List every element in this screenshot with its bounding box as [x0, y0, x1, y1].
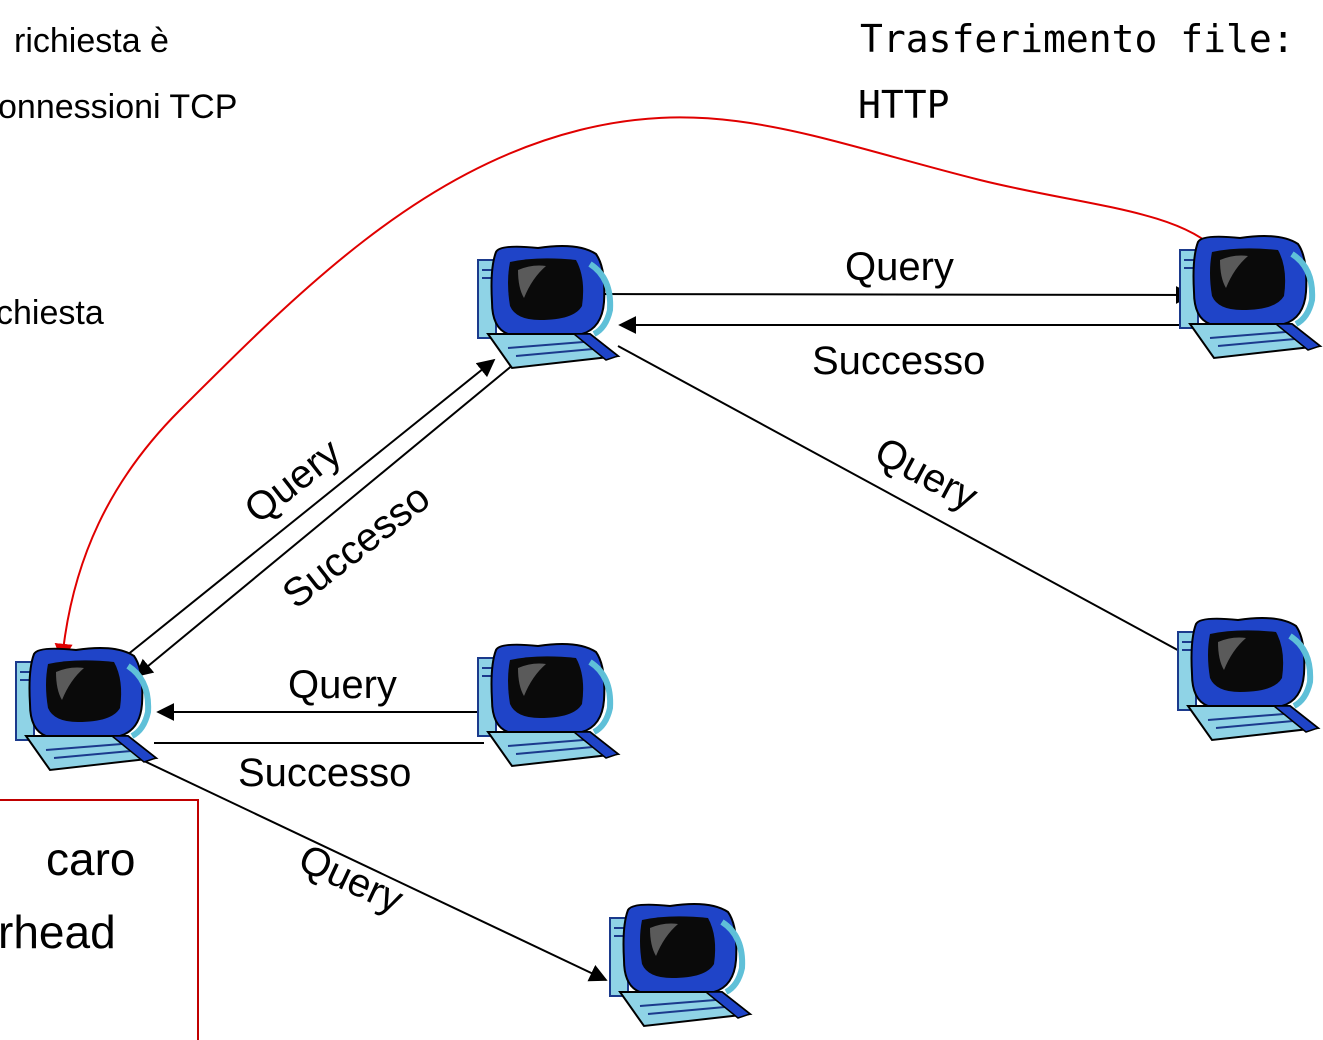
edge-diag-left-success [134, 363, 515, 678]
callout-line1: caro [46, 833, 135, 885]
desktop-computer-icon [1180, 236, 1320, 358]
label-top-query: Query [845, 245, 954, 289]
label-bottom-query: Query [292, 836, 409, 922]
label-top-success: Successo [812, 339, 985, 383]
label-diag-right-query: Query [868, 429, 985, 519]
edge-diag-left-query [115, 358, 496, 665]
label-mid-success: Successo [238, 751, 411, 795]
desktop-computer-icon [1178, 618, 1318, 740]
label-mid-query: Query [288, 663, 397, 707]
callout-line2: rhead [0, 906, 116, 958]
left-note-line1: richiesta è [14, 22, 169, 60]
edge-diag-right-query [617, 345, 1198, 661]
desktop-computer-icon [478, 246, 618, 368]
desktop-computer-icon [610, 904, 750, 1026]
transfer-note-protocol: HTTP [858, 83, 950, 127]
transfer-note-title: Trasferimento file: [860, 17, 1295, 61]
desktop-computer-icon [478, 644, 618, 766]
desktop-computer-icon [16, 648, 156, 770]
http-transfer-arrow [54, 116, 1219, 662]
label-diag-left-query: Query [236, 430, 349, 532]
callout-box [0, 799, 199, 1040]
edge-bottom-query [141, 759, 608, 982]
edge-top-query [595, 285, 1194, 304]
left-note-line3: chiesta [0, 294, 104, 332]
left-note-line2: onnessioni TCP [0, 88, 237, 126]
